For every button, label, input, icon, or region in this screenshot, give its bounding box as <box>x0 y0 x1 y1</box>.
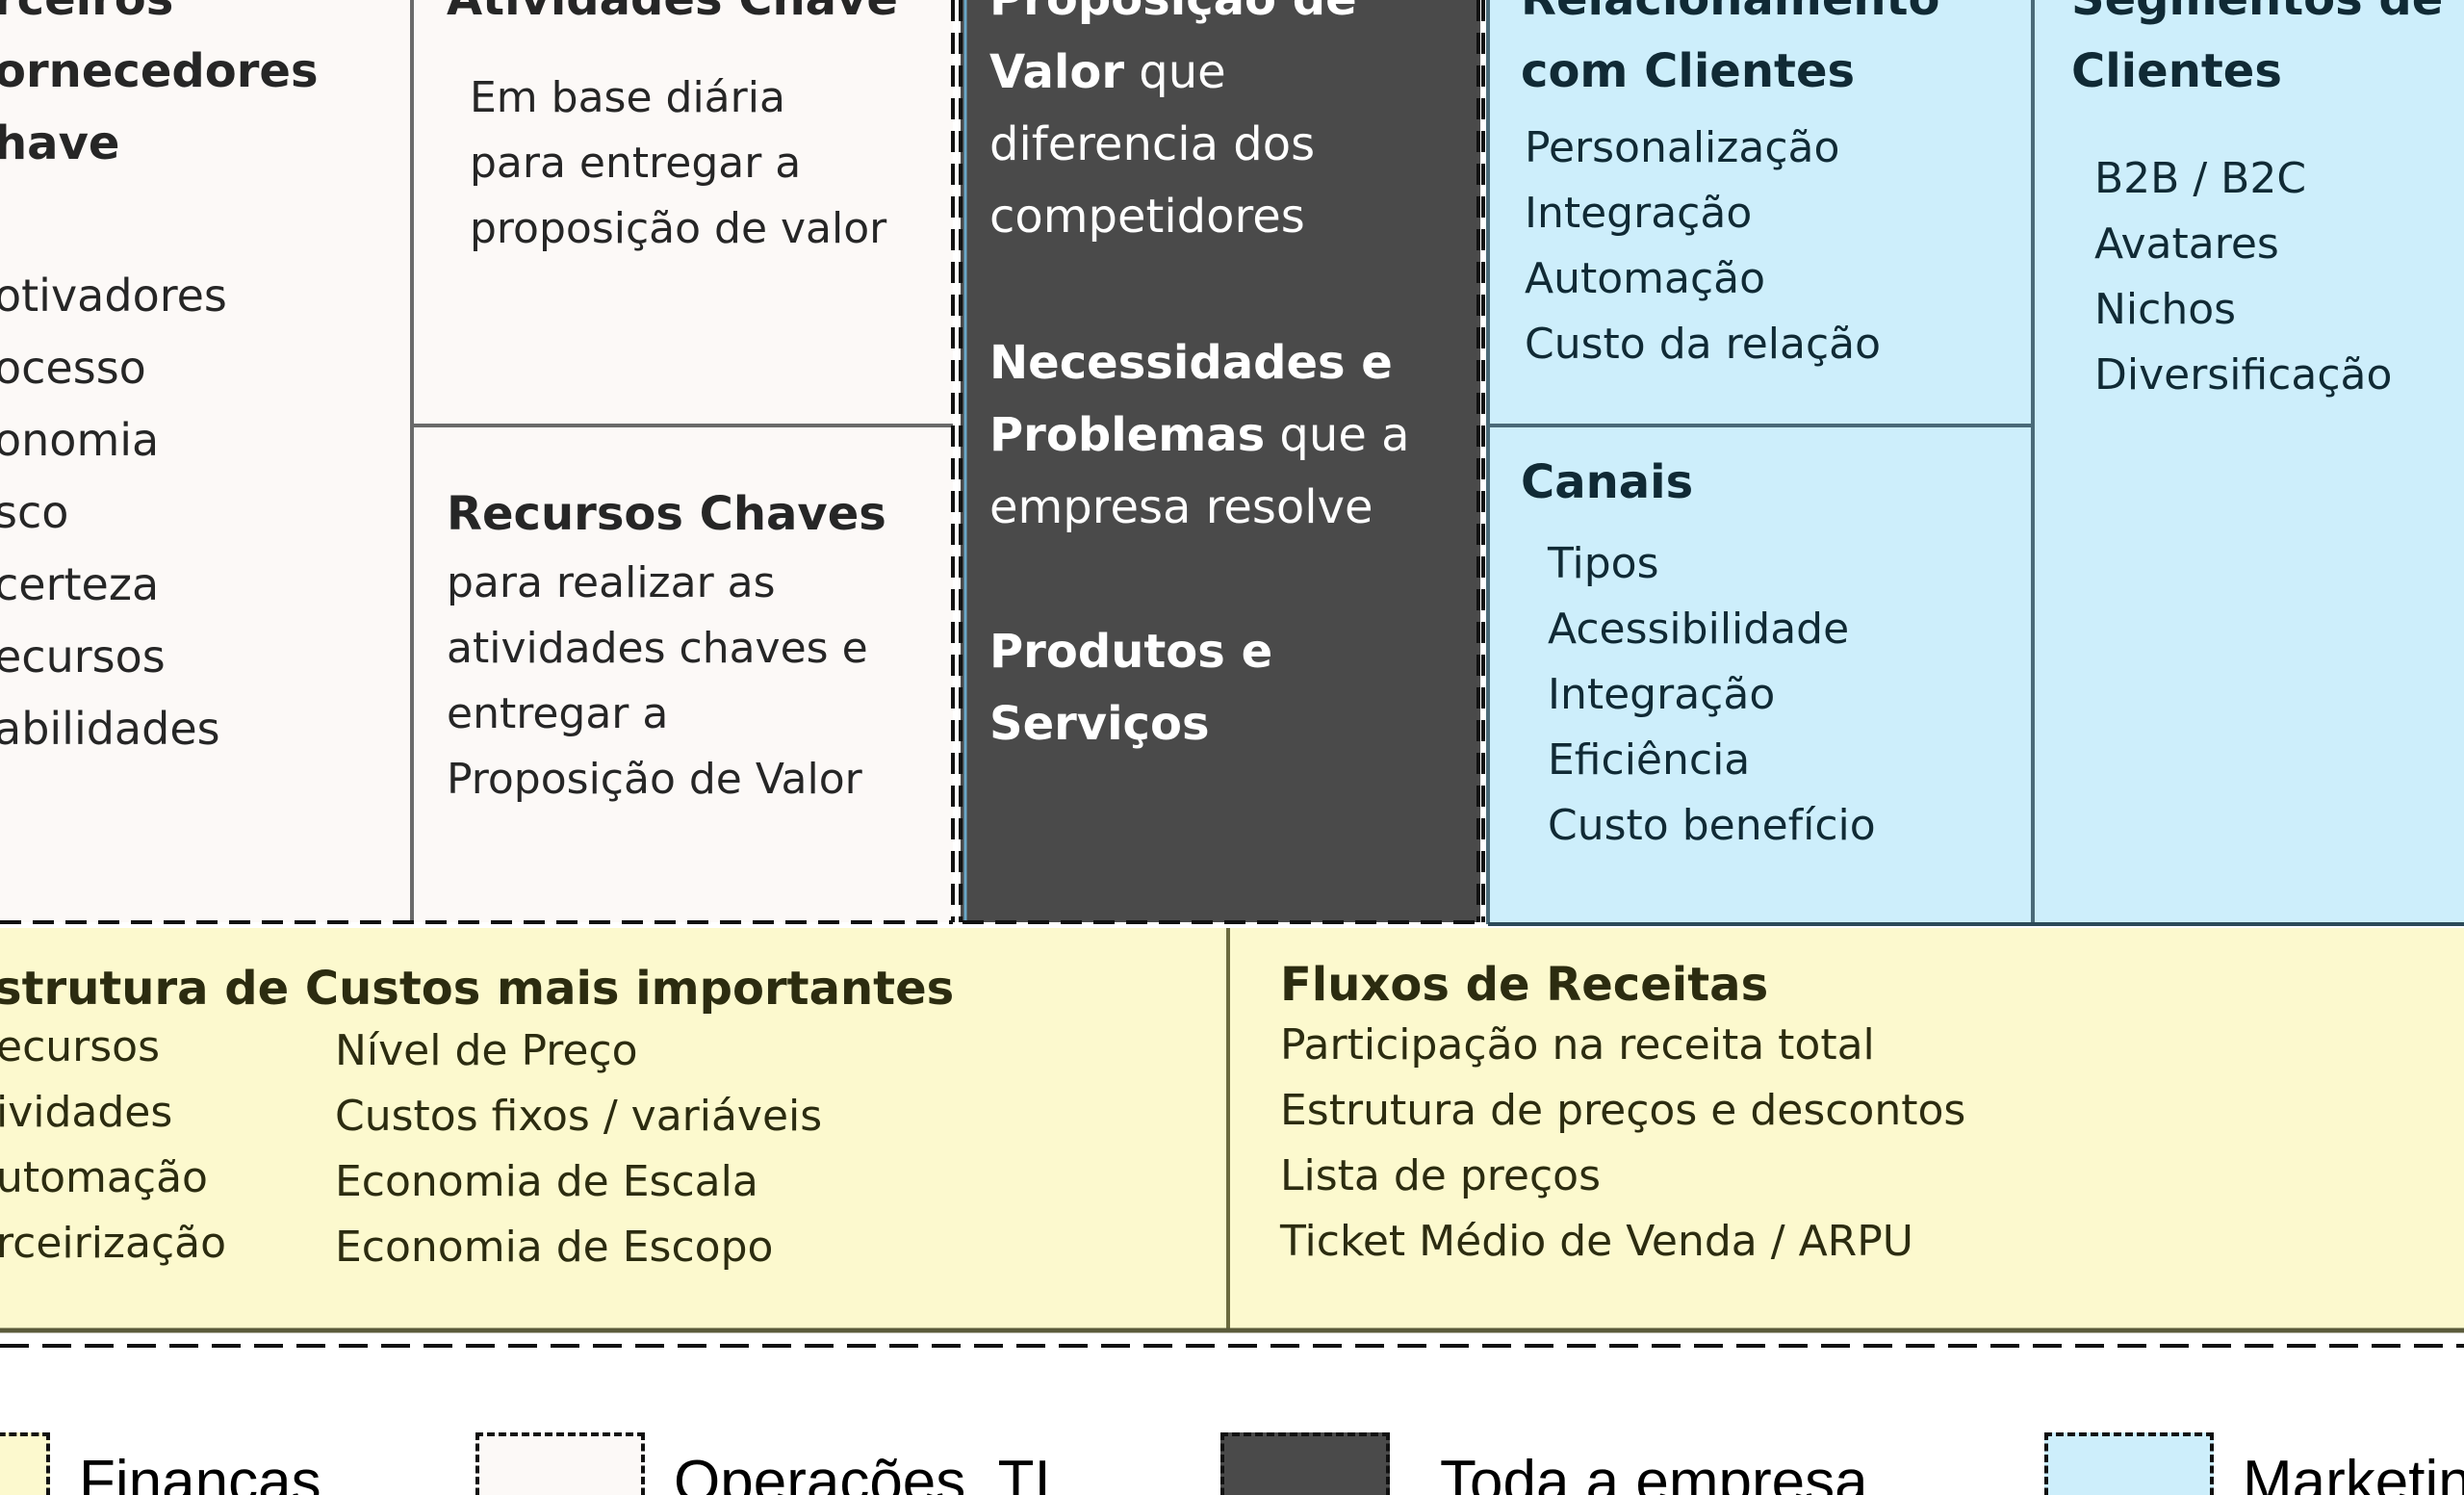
legend-swatch-marketing <box>2044 1432 2214 1495</box>
cost-structure-heading: strutura de Custos mais importantes <box>0 962 955 1016</box>
legend-label-finance: Finanças <box>79 1449 321 1495</box>
problems-bold-text: Problemas <box>989 408 1266 462</box>
list-item: Nichos <box>2094 285 2237 334</box>
list-item: Diversificação <box>2094 350 2393 400</box>
list-item: Estrutura de preços e descontos <box>1280 1086 1966 1135</box>
list-item: Avatares <box>2094 219 2279 269</box>
list-item: Participação na receita total <box>1280 1020 1875 1070</box>
legend-label-operations: Operações, TI <box>674 1449 1051 1495</box>
key-activities-heading: Atividades Chave <box>447 0 898 36</box>
customer-relationships-block: Relacionamento com Clientes Personalizaç… <box>1488 0 2033 425</box>
value-proposition-text: diferencia dos competidores <box>989 117 1316 244</box>
key-partners-block: rceiros ornecedores have otivadores oces… <box>0 0 412 922</box>
value-proposition-block: Proposição de Valor que diferencia dos c… <box>961 0 1480 922</box>
revenue-streams-list: Participação na receita total Estrutura … <box>1280 1013 1965 1275</box>
list-item: Acessibilidade <box>1548 605 1850 654</box>
list-item: sco <box>0 486 69 538</box>
cost-structure-col2: Nível de Preço Custos fixos / variáveis … <box>335 1018 822 1280</box>
value-rest-text: que <box>1124 45 1226 99</box>
key-activities-text: Em base diária para entregar a proposiçã… <box>470 73 887 253</box>
needs-line: Problemas que a <box>989 400 1410 472</box>
list-item: otivadores <box>0 270 227 322</box>
list-item: ecursos <box>0 631 166 683</box>
channels-list: Tipos Acessibilidade Integração Eficiênc… <box>1548 531 1876 859</box>
list-item: certeza <box>0 558 160 610</box>
list-item: Integração <box>1525 189 1753 238</box>
cost-structure-col1: ecursos ividades utomação rceirização <box>0 1015 226 1276</box>
customer-segments-list: B2B / B2C Avatares Nichos Diversificação <box>2094 146 2392 408</box>
list-item: Custos fixos / variáveis <box>335 1092 823 1141</box>
list-item: rceirização <box>0 1219 227 1268</box>
key-partners-heading: rceiros ornecedores have <box>0 0 319 170</box>
cost-structure-block: strutura de Custos mais importantes ecur… <box>0 928 1228 1330</box>
products-heading: Produtos e Serviços <box>989 625 1273 751</box>
customer-relationships-heading: Relacionamento com Clientes <box>1521 0 1939 98</box>
key-resources-block: Recursos Chaves para realizar as ativida… <box>412 425 953 922</box>
customer-relationships-list: Personalização Integração Automação Cust… <box>1525 116 1881 377</box>
list-item: Custo da relação <box>1525 320 1882 369</box>
list-item: Ticket Médio de Venda / ARPU <box>1280 1217 1913 1266</box>
list-item: Economia de Escala <box>335 1157 758 1206</box>
value-bold-text: Valor <box>989 45 1125 99</box>
list-item: B2B / B2C <box>2094 154 2307 203</box>
list-item: utomação <box>0 1153 208 1202</box>
list-item: Eficiência <box>1548 735 1751 785</box>
list-item: Lista de preços <box>1280 1151 1602 1200</box>
key-resources-heading: Recursos Chaves <box>447 487 886 541</box>
problems-rest-text: que a <box>1265 408 1410 462</box>
list-item: Custo benefício <box>1548 801 1876 850</box>
legend-swatch-company <box>1220 1432 1390 1495</box>
list-item: onomia <box>0 414 160 466</box>
customer-segments-block: Segmentos de Clientes B2B / B2C Avatares… <box>2033 0 2464 924</box>
needs-text: empresa resolve <box>989 480 1373 534</box>
list-item: ecursos <box>0 1022 161 1071</box>
list-item: Integração <box>1548 670 1776 719</box>
legend-swatch-finance <box>0 1432 50 1495</box>
key-activities-block: Atividades Chave Em base diária para ent… <box>412 0 953 425</box>
channels-block: Canais Tipos Acessibilidade Integração E… <box>1488 425 2033 922</box>
list-item: Tipos <box>1548 539 1659 588</box>
value-proposition-heading: Proposição de <box>989 0 1357 36</box>
list-item: Personalização <box>1525 123 1840 172</box>
legend-label-company: Toda a empresa <box>1440 1449 1868 1495</box>
customer-segments-heading: Segmentos de Clientes <box>2071 0 2443 98</box>
key-partners-list: otivadores ocesso onomia sco certeza ecu… <box>0 260 227 765</box>
legend-label-marketing: Marketing <box>2243 1449 2464 1495</box>
revenue-streams-heading: Fluxos de Receitas <box>1280 958 1769 1012</box>
revenue-streams-block: Fluxos de Receitas Participação na recei… <box>1228 928 2464 1330</box>
value-proposition-line: Valor que <box>989 37 1226 109</box>
list-item: abilidades <box>0 703 220 755</box>
channels-heading: Canais <box>1521 455 1694 509</box>
list-item: ividades <box>0 1088 173 1137</box>
list-item: Nível de Preço <box>335 1026 638 1075</box>
list-item: ocesso <box>0 342 146 394</box>
legend-swatch-operations <box>475 1432 645 1495</box>
list-item: Economia de Escopo <box>335 1223 774 1272</box>
list-item: Automação <box>1525 254 1766 303</box>
key-resources-text: para realizar as atividades chaves e ent… <box>447 558 868 804</box>
needs-heading: Necessidades e <box>989 336 1393 390</box>
